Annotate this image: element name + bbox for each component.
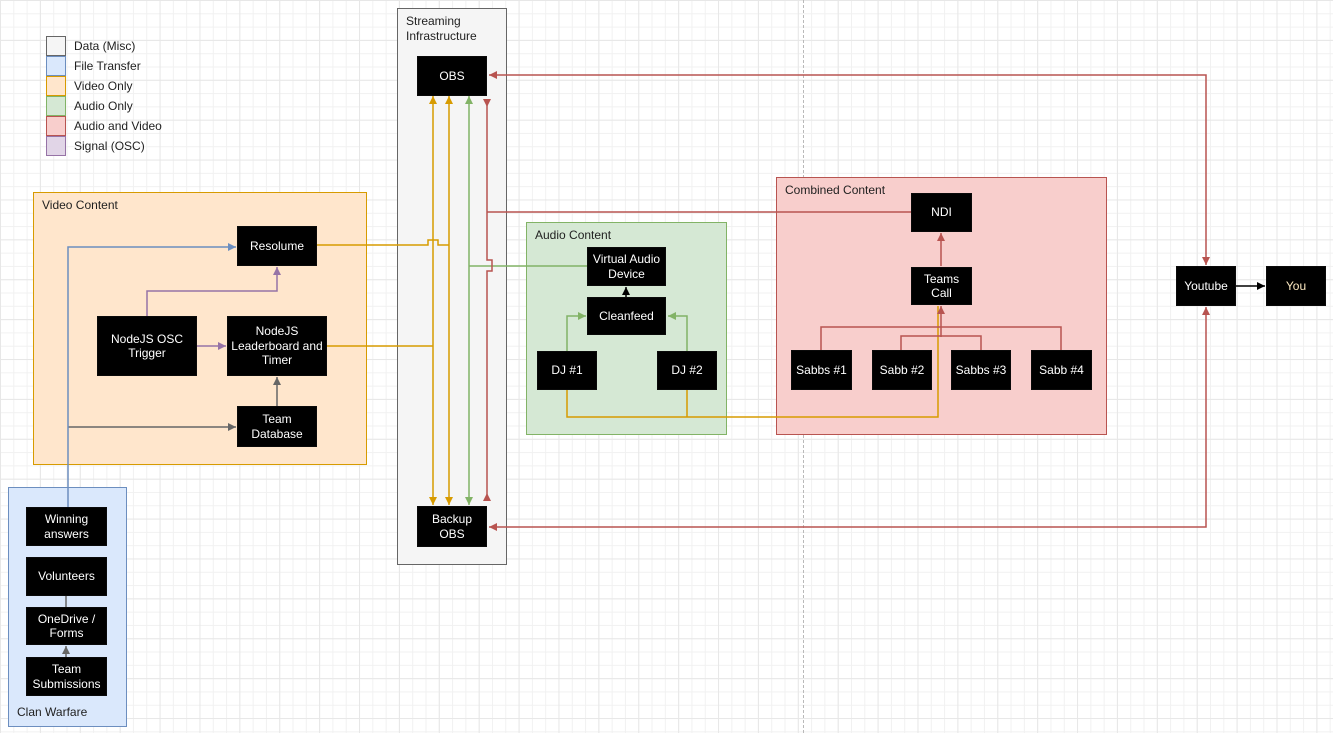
legend-swatch-icon xyxy=(46,136,66,156)
node-dj-2[interactable]: DJ #2 xyxy=(657,351,717,390)
node-backup-obs[interactable]: Backup OBS xyxy=(417,506,487,547)
node-sabb-4[interactable]: Sabb #4 xyxy=(1031,350,1092,390)
legend-item: File Transfer xyxy=(46,56,162,76)
node-dj-1[interactable]: DJ #1 xyxy=(537,351,597,390)
legend-item: Video Only xyxy=(46,76,162,96)
legend-label: Video Only xyxy=(74,79,133,93)
legend-label: Audio Only xyxy=(74,99,133,113)
node-nodejs-osc-trigger[interactable]: NodeJS OSC Trigger xyxy=(97,316,197,376)
container-label: Audio Content xyxy=(535,228,612,242)
container-label: Clan Warfare xyxy=(17,705,88,719)
legend-label: Signal (OSC) xyxy=(74,139,145,153)
legend-swatch-icon xyxy=(46,116,66,136)
node-winning-answers[interactable]: Winning answers xyxy=(26,507,107,546)
node-cleanfeed[interactable]: Cleanfeed xyxy=(587,297,666,335)
legend-swatch-icon xyxy=(46,96,66,116)
node-obs[interactable]: OBS xyxy=(417,56,487,96)
legend-label: Data (Misc) xyxy=(74,39,136,53)
legend-item: Data (Misc) xyxy=(46,36,162,56)
legend-item: Audio Only xyxy=(46,96,162,116)
node-onedrive-forms[interactable]: OneDrive / Forms xyxy=(26,607,107,645)
legend-label: Audio and Video xyxy=(74,119,162,133)
node-team-database[interactable]: Team Database xyxy=(237,406,317,447)
legend-swatch-icon xyxy=(46,76,66,96)
node-team-submissions[interactable]: Team Submissions xyxy=(26,657,107,696)
legend-item: Signal (OSC) xyxy=(46,136,162,156)
node-ndi[interactable]: NDI xyxy=(911,193,972,232)
container-label: Video Content xyxy=(42,198,118,212)
legend-swatch-icon xyxy=(46,36,66,56)
node-virtual-audio-device[interactable]: Virtual Audio Device xyxy=(587,247,666,286)
node-youtube[interactable]: Youtube xyxy=(1176,266,1236,306)
node-sabb-2[interactable]: Sabb #2 xyxy=(872,350,932,390)
node-resolume[interactable]: Resolume xyxy=(237,226,317,266)
legend-label: File Transfer xyxy=(74,59,141,73)
node-sabbs-3[interactable]: Sabbs #3 xyxy=(951,350,1011,390)
legend-swatch-icon xyxy=(46,56,66,76)
container-label: Streaming Infrastructure xyxy=(406,14,477,43)
node-teams-call[interactable]: Teams Call xyxy=(911,267,972,305)
node-sabbs-1[interactable]: Sabbs #1 xyxy=(791,350,852,390)
legend-item: Audio and Video xyxy=(46,116,162,136)
node-you[interactable]: You xyxy=(1266,266,1326,306)
node-volunteers[interactable]: Volunteers xyxy=(26,557,107,596)
node-nodejs-leaderboard[interactable]: NodeJS Leaderboard and Timer xyxy=(227,316,327,376)
